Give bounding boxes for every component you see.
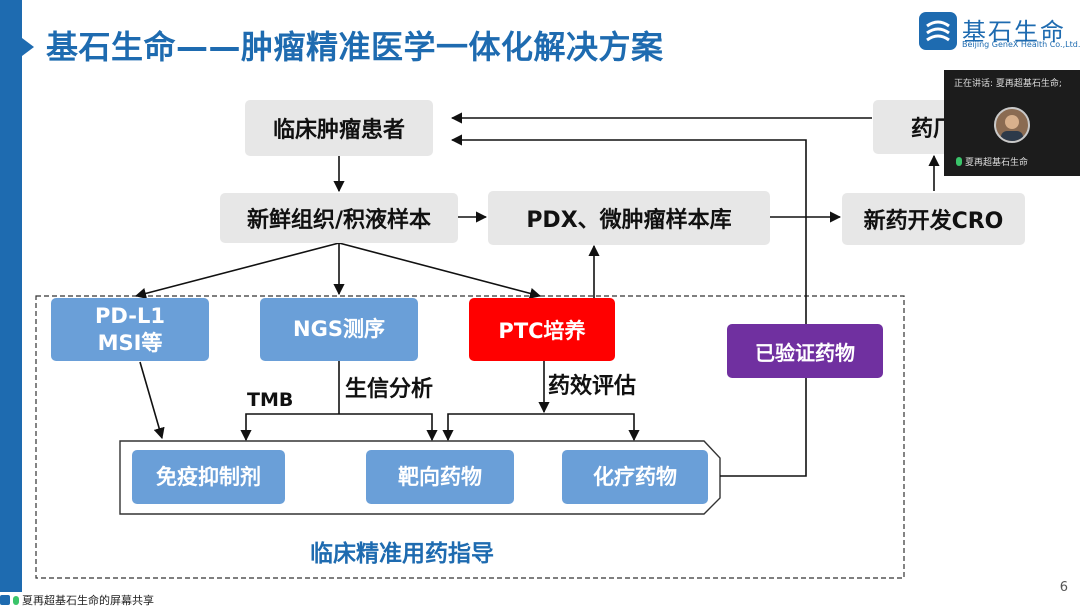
- slide-title: 基石生命——肿瘤精准医学一体化解决方案: [46, 28, 664, 66]
- pdl1-label: PD-L1: [95, 304, 165, 329]
- pdl1-msi-node: PD-L1 MSI等: [51, 298, 209, 361]
- participant-name: 夏再超基石生命: [965, 158, 1029, 168]
- msi-label: MSI等: [97, 330, 163, 355]
- dashed-guidance-region: [35, 295, 905, 579]
- company-logo-icon: [919, 12, 957, 50]
- immuno-drug-node: 免疫抑制剂: [132, 450, 285, 504]
- chemo-drug-node: 化疗药物: [562, 450, 708, 504]
- cro-node: 新药开发CRO: [842, 193, 1025, 245]
- targeted-drug-node: 靶向药物: [366, 450, 514, 504]
- company-logo-name: 基石生命: [962, 18, 1066, 46]
- share-mic-icon: [13, 595, 19, 605]
- mic-icon: [956, 157, 962, 166]
- title-marker: [22, 38, 34, 56]
- page-number: 6: [1059, 580, 1068, 595]
- screen-share-bar[interactable]: 夏再超基石生命的屏幕共享: [0, 592, 160, 608]
- participant-name-row: 夏再超基石生命: [956, 155, 1028, 168]
- guidance-label: 临床精准用药指导: [310, 541, 494, 567]
- screen-share-icon: [0, 595, 10, 605]
- ptc-node: PTC培养: [469, 298, 615, 361]
- pdx-library-node: PDX、微肿瘤样本库: [488, 191, 770, 245]
- company-logo-subtitle: Beijing GeneX Health Co.,Ltd.: [962, 40, 1080, 49]
- slide-accent-bar: [0, 0, 22, 608]
- ngs-node: NGS测序: [260, 298, 418, 361]
- tmb-label: TMB: [247, 389, 294, 411]
- patient-node: 临床肿瘤患者: [245, 100, 433, 156]
- bioinfo-label: 生信分析: [345, 377, 434, 402]
- efficacy-label: 药效评估: [548, 374, 637, 399]
- verified-drug-node: 已验证药物: [727, 324, 883, 378]
- participant-avatar[interactable]: [994, 107, 1030, 143]
- active-speaker-text: 正在讲话: 夏再超基石生命;: [954, 79, 1062, 89]
- sample-node: 新鲜组织/积液样本: [220, 193, 458, 243]
- screen-share-text: 夏再超基石生命的屏幕共享: [22, 594, 154, 607]
